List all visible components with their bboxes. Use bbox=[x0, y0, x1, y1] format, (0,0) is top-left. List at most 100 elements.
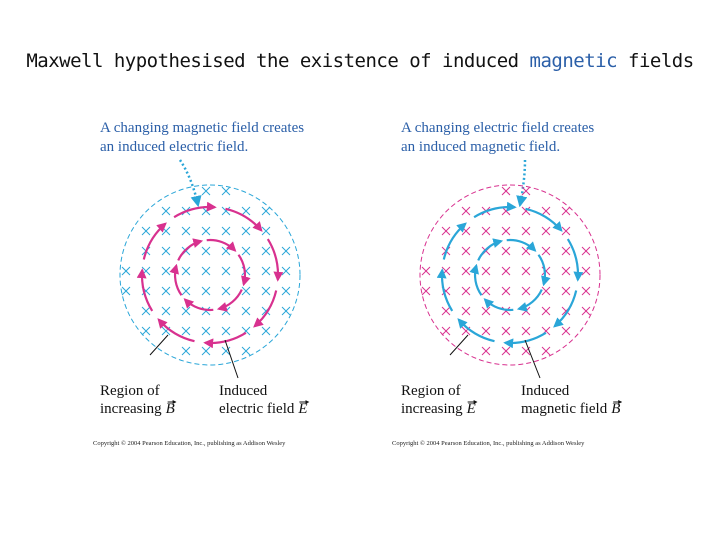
left-panel: A changing magnetic field creates an ind… bbox=[93, 120, 308, 447]
x-mark bbox=[521, 286, 531, 296]
field-arrow bbox=[173, 201, 217, 219]
left-caption-line1: A changing magnetic field creates bbox=[100, 120, 304, 136]
left-induced-label-line2: electric field bbox=[219, 401, 295, 417]
x-mark bbox=[181, 326, 191, 336]
x-mark bbox=[181, 346, 191, 356]
x-mark bbox=[521, 206, 531, 216]
x-mark bbox=[461, 266, 471, 276]
right-panel: A changing electric field creates an ind… bbox=[392, 120, 620, 447]
x-mark bbox=[561, 286, 571, 296]
x-mark bbox=[161, 246, 171, 256]
field-arrow bbox=[537, 254, 551, 287]
right-caption-line1: A changing electric field creates bbox=[401, 120, 594, 136]
field-arrow bbox=[206, 238, 237, 252]
x-mark bbox=[541, 226, 551, 236]
x-mark bbox=[141, 226, 151, 236]
field-arrow bbox=[473, 201, 517, 219]
x-mark bbox=[161, 206, 171, 216]
x-mark bbox=[521, 226, 531, 236]
field-arrow bbox=[477, 238, 504, 261]
field-arrow bbox=[225, 207, 263, 232]
field-arrow bbox=[253, 290, 278, 328]
left-region-boundary bbox=[119, 184, 301, 366]
field-arrow bbox=[237, 254, 251, 287]
x-mark bbox=[241, 286, 251, 296]
x-mark bbox=[241, 346, 251, 356]
x-mark bbox=[581, 246, 591, 256]
x-mark bbox=[261, 226, 271, 236]
x-mark bbox=[541, 206, 551, 216]
x-mark bbox=[521, 186, 531, 196]
field-arrow bbox=[266, 238, 284, 282]
left-induced-symbol: E bbox=[297, 401, 307, 417]
left-region-symbol: B bbox=[166, 401, 175, 417]
x-mark bbox=[241, 246, 251, 256]
x-mark bbox=[221, 346, 231, 356]
field-arrow bbox=[177, 238, 204, 261]
x-mark bbox=[201, 246, 211, 256]
x-mark bbox=[441, 326, 451, 336]
x-mark bbox=[141, 326, 151, 336]
field-arrow bbox=[483, 298, 514, 312]
x-mark bbox=[501, 266, 511, 276]
field-arrow bbox=[516, 289, 543, 312]
x-mark bbox=[501, 246, 511, 256]
x-mark bbox=[221, 266, 231, 276]
left-induced-field-loops bbox=[136, 201, 284, 349]
x-mark bbox=[261, 286, 271, 296]
x-mark bbox=[481, 286, 491, 296]
x-mark bbox=[181, 226, 191, 236]
right-caption-line2: an induced magnetic field. bbox=[401, 139, 560, 155]
field-arrow bbox=[469, 263, 483, 296]
field-arrow bbox=[506, 238, 537, 252]
left-region-label-line1: Region of bbox=[100, 383, 160, 399]
field-arrow bbox=[525, 207, 563, 232]
x-mark bbox=[201, 286, 211, 296]
x-mark bbox=[221, 186, 231, 196]
x-mark bbox=[461, 306, 471, 316]
x-mark bbox=[261, 206, 271, 216]
right-region-label-line2: increasing bbox=[401, 401, 463, 417]
x-mark bbox=[541, 246, 551, 256]
x-mark bbox=[281, 286, 291, 296]
x-mark bbox=[501, 326, 511, 336]
x-mark bbox=[481, 306, 491, 316]
x-mark bbox=[281, 266, 291, 276]
x-mark bbox=[221, 206, 231, 216]
x-mark bbox=[461, 226, 471, 236]
field-arrow bbox=[203, 331, 247, 349]
x-mark bbox=[121, 286, 131, 296]
right-copyright: Copyright © 2004 Pearson Education, Inc.… bbox=[392, 440, 585, 447]
x-mark bbox=[181, 266, 191, 276]
field-arrow bbox=[157, 318, 195, 343]
x-mark bbox=[201, 306, 211, 316]
field-arrow bbox=[142, 222, 167, 260]
x-mark bbox=[161, 266, 171, 276]
right-field-x-marks bbox=[421, 186, 591, 356]
x-mark bbox=[561, 246, 571, 256]
x-mark bbox=[501, 306, 511, 316]
x-mark bbox=[541, 346, 551, 356]
x-mark bbox=[241, 226, 251, 236]
x-mark bbox=[221, 226, 231, 236]
x-mark bbox=[501, 346, 511, 356]
field-arrow bbox=[183, 298, 214, 312]
field-arrow bbox=[566, 238, 584, 282]
x-mark bbox=[161, 286, 171, 296]
title-highlight: magnetic bbox=[529, 50, 618, 72]
x-mark bbox=[461, 246, 471, 256]
x-mark bbox=[421, 266, 431, 276]
x-mark bbox=[501, 226, 511, 236]
x-mark bbox=[201, 266, 211, 276]
x-mark bbox=[201, 326, 211, 336]
title-suffix: fields bbox=[617, 50, 694, 72]
right-region-leader bbox=[449, 334, 469, 356]
x-mark bbox=[481, 226, 491, 236]
field-arrow bbox=[503, 331, 547, 349]
x-mark bbox=[581, 266, 591, 276]
x-mark bbox=[421, 286, 431, 296]
right-region-label-line1: Region of bbox=[401, 383, 461, 399]
